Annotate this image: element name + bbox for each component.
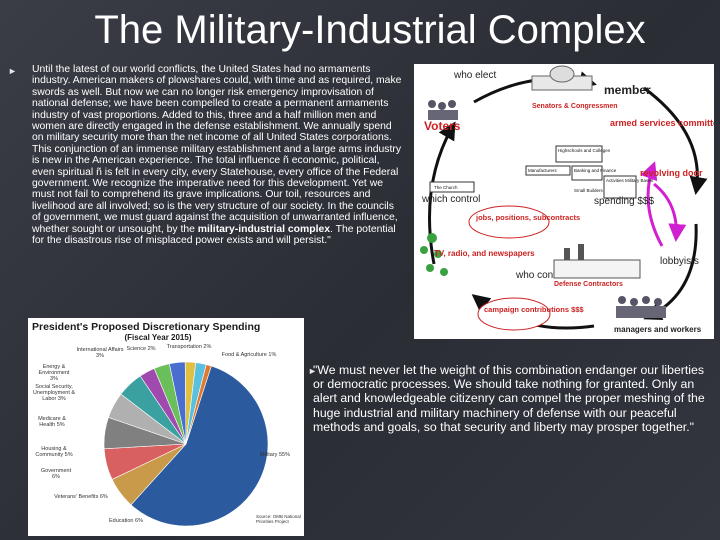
institution-boxes: [429, 145, 637, 199]
label-food: Food & Agriculture 1%: [221, 352, 277, 358]
jobs-oval: [468, 205, 550, 239]
which-control-label: which control: [421, 194, 480, 205]
cycle-arrow: [643, 223, 698, 321]
label-energy: Energy & Environment 3%: [38, 364, 70, 382]
label-international: International Affairs 3%: [76, 347, 124, 359]
manufacturers-label: Manufacturers: [528, 168, 558, 173]
voters-label: Voters: [424, 119, 461, 133]
eisenhower-quote-1: Until the latest of our world conflicts,…: [32, 64, 404, 247]
label-social: Social Security, Unemployment & Labor 3%: [32, 384, 76, 402]
spending-label: spending $$$: [594, 196, 654, 207]
small-builders-label: Small Builders: [574, 188, 604, 193]
senators-label: Senators & Congressmen: [532, 103, 618, 110]
label-housing: Housing & Community 5%: [35, 446, 73, 458]
label-veterans: Veterans' Benefits 6%: [54, 494, 108, 500]
highschools-label: Highschools and Colleges: [558, 148, 611, 153]
campaign-oval: [477, 297, 551, 331]
revolving-door-label: revolving door: [640, 168, 703, 178]
quote1-text-a: Until the latest of our world conflicts,…: [32, 64, 402, 235]
discretionary-spending-chart: President's Proposed Discretionary Spend…: [28, 318, 304, 536]
bullet-arrow-icon: ►: [8, 66, 17, 76]
pie-slice-military: [130, 365, 269, 527]
label-science: Science 2%: [126, 346, 156, 352]
pie-slice-food-agriculture: [185, 364, 212, 445]
managers-label: managers and workers: [614, 325, 702, 334]
voters-icon: [428, 100, 458, 120]
who-elect-label: who elect: [453, 70, 496, 81]
workers-icon: [616, 296, 666, 318]
label-government: Government 6%: [40, 468, 72, 480]
lobbyists-label: lobbyists: [660, 256, 699, 267]
armed-services-label: armed services committees: [610, 118, 714, 128]
church-label: The Church: [434, 185, 458, 190]
bullet-arrow-icon: ►: [308, 366, 317, 376]
factory-icon: [553, 244, 641, 279]
jobs-label: jobs, positions, subcontracts: [475, 213, 580, 222]
label-military: Military 55%: [260, 452, 290, 458]
slide-title: The Military-Industrial Complex: [94, 8, 646, 52]
pie-svg: [103, 361, 269, 527]
label-education: Education 6%: [109, 518, 143, 524]
defense-label: Defense Contractors: [554, 281, 623, 288]
tv-label: TV, radio, and newspapers: [434, 249, 535, 258]
mic-diagram-svg: who elect member Senators & Congressmen …: [420, 65, 714, 334]
cycle-arrow: [643, 86, 708, 195]
member-label: member: [604, 83, 651, 97]
label-medicare: Medicare & Health 5%: [38, 416, 66, 428]
quote1-bold-term: military-industrial complex: [197, 223, 331, 235]
chart-subtitle: (Fiscal Year 2015): [124, 333, 192, 342]
campaign-label: campaign contributions $$$: [484, 305, 584, 314]
network-icon: [420, 233, 448, 276]
quote1-text-b: . The potential for the disastrous rise …: [32, 223, 396, 247]
banking-label: Banking and Finance: [574, 168, 617, 173]
activities-label: Activities Military Bases: [606, 178, 654, 183]
chart-source: Source: OMB National Priorities Project: [256, 514, 301, 524]
chart-title: President's Proposed Discretionary Spend…: [32, 321, 261, 333]
lobby-arrow: [640, 161, 664, 247]
lobby-arrow: [653, 182, 687, 242]
capitol-icon: [531, 65, 593, 91]
eisenhower-quote-2: "We must never let the weight of this co…: [313, 363, 705, 434]
who-control-label: who control: [515, 270, 567, 281]
mic-diagram: who elect member Senators & Congressmen …: [414, 64, 714, 339]
label-transportation: Transportation 2%: [166, 344, 212, 350]
